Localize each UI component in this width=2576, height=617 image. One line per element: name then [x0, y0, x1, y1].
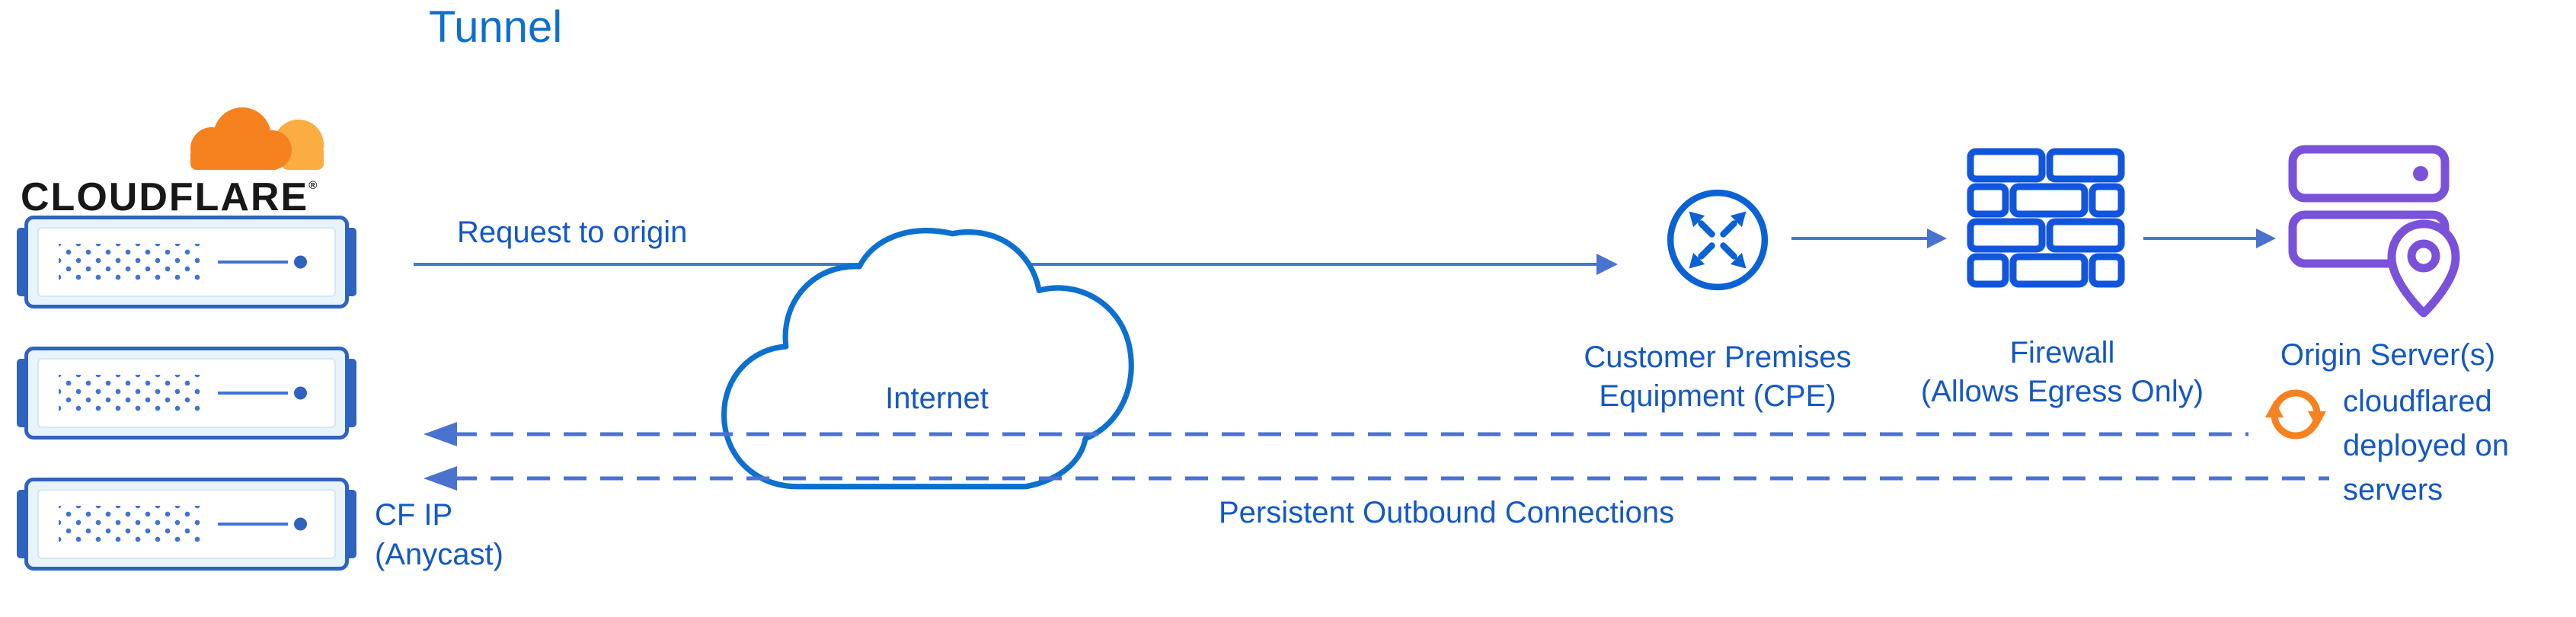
server-vent-dots	[59, 506, 203, 542]
server-chassis	[24, 216, 349, 308]
firewall-label-line1: Firewall	[2009, 336, 2115, 369]
cpe-label-line2: Equipment (CPE)	[1599, 379, 1836, 414]
cloudflare-cloud-icon	[190, 107, 324, 170]
server-panel	[37, 489, 336, 559]
cloud-outline	[721, 228, 1134, 490]
diagram-title: Tunnel	[429, 2, 563, 52]
cpe-to-firewall-arrow	[1791, 229, 1947, 248]
server-panel	[37, 227, 336, 297]
server-vent-dots	[59, 375, 203, 411]
cf-ip-anycast-label: CF IP (Anycast)	[375, 495, 503, 574]
cpe-label: Customer Premises Equipment (CPE)	[1542, 338, 1893, 416]
server-panel	[37, 358, 336, 428]
cf-ip-label-line1: CF IP	[375, 498, 453, 532]
outbound-dashed-arrow-lower	[423, 466, 2329, 491]
cloud-dark-body	[190, 107, 292, 170]
cloudflared-label-line1: cloudflared	[2343, 385, 2492, 418]
location-pin-icon	[2387, 219, 2460, 318]
cpe-label-line1: Customer Premises	[1584, 340, 1852, 374]
firewall-label-line2: (Allows Egress Only)	[1920, 375, 2204, 409]
persistent-outbound-label: Persistent Outbound Connections	[1219, 496, 1675, 529]
server-slot	[218, 523, 288, 526]
cloudflare-wordmark: CLOUDFLARE®	[21, 174, 317, 220]
internet-cloud-icon	[721, 228, 1134, 490]
request-to-origin-label: Request to origin	[457, 216, 688, 249]
server-vent-dots	[59, 244, 203, 280]
brand-text: CLOUDFLARE	[21, 175, 309, 219]
cloudflared-sync-icon	[2265, 389, 2326, 440]
origin-server-icon	[2288, 145, 2460, 318]
outbound-dashed-arrow-upper	[423, 422, 2248, 446]
origin-server-label: Origin Server(s)	[2280, 338, 2496, 372]
edge-server-icon	[17, 347, 356, 440]
firewall-to-origin-arrow	[2143, 229, 2276, 248]
cloudflared-label-line3: servers	[2343, 473, 2443, 507]
cpe-router-icon	[1667, 189, 1769, 291]
cloudflared-label: cloudflared deployed on servers	[2343, 379, 2571, 512]
firewall-brick-icon	[1967, 148, 2125, 288]
server-led	[294, 255, 307, 269]
cloudflared-label-line2: deployed on	[2343, 429, 2509, 462]
edge-server-icon	[17, 216, 356, 308]
server-chassis	[24, 347, 349, 440]
server-led	[294, 517, 307, 531]
server-chassis	[24, 478, 349, 571]
server-slot	[218, 261, 288, 264]
server-led	[294, 386, 307, 400]
internet-label: Internet	[885, 382, 989, 415]
registered-mark: ®	[308, 179, 318, 192]
edge-server-icon	[17, 478, 356, 571]
firewall-label: Firewall (Allows Egress Only)	[1881, 334, 2243, 411]
cloudflare-logo: CLOUDFLARE®	[19, 103, 358, 225]
server-slot	[218, 392, 288, 395]
router-arrows	[1689, 211, 1747, 269]
cf-ip-label-line2: (Anycast)	[375, 538, 503, 571]
